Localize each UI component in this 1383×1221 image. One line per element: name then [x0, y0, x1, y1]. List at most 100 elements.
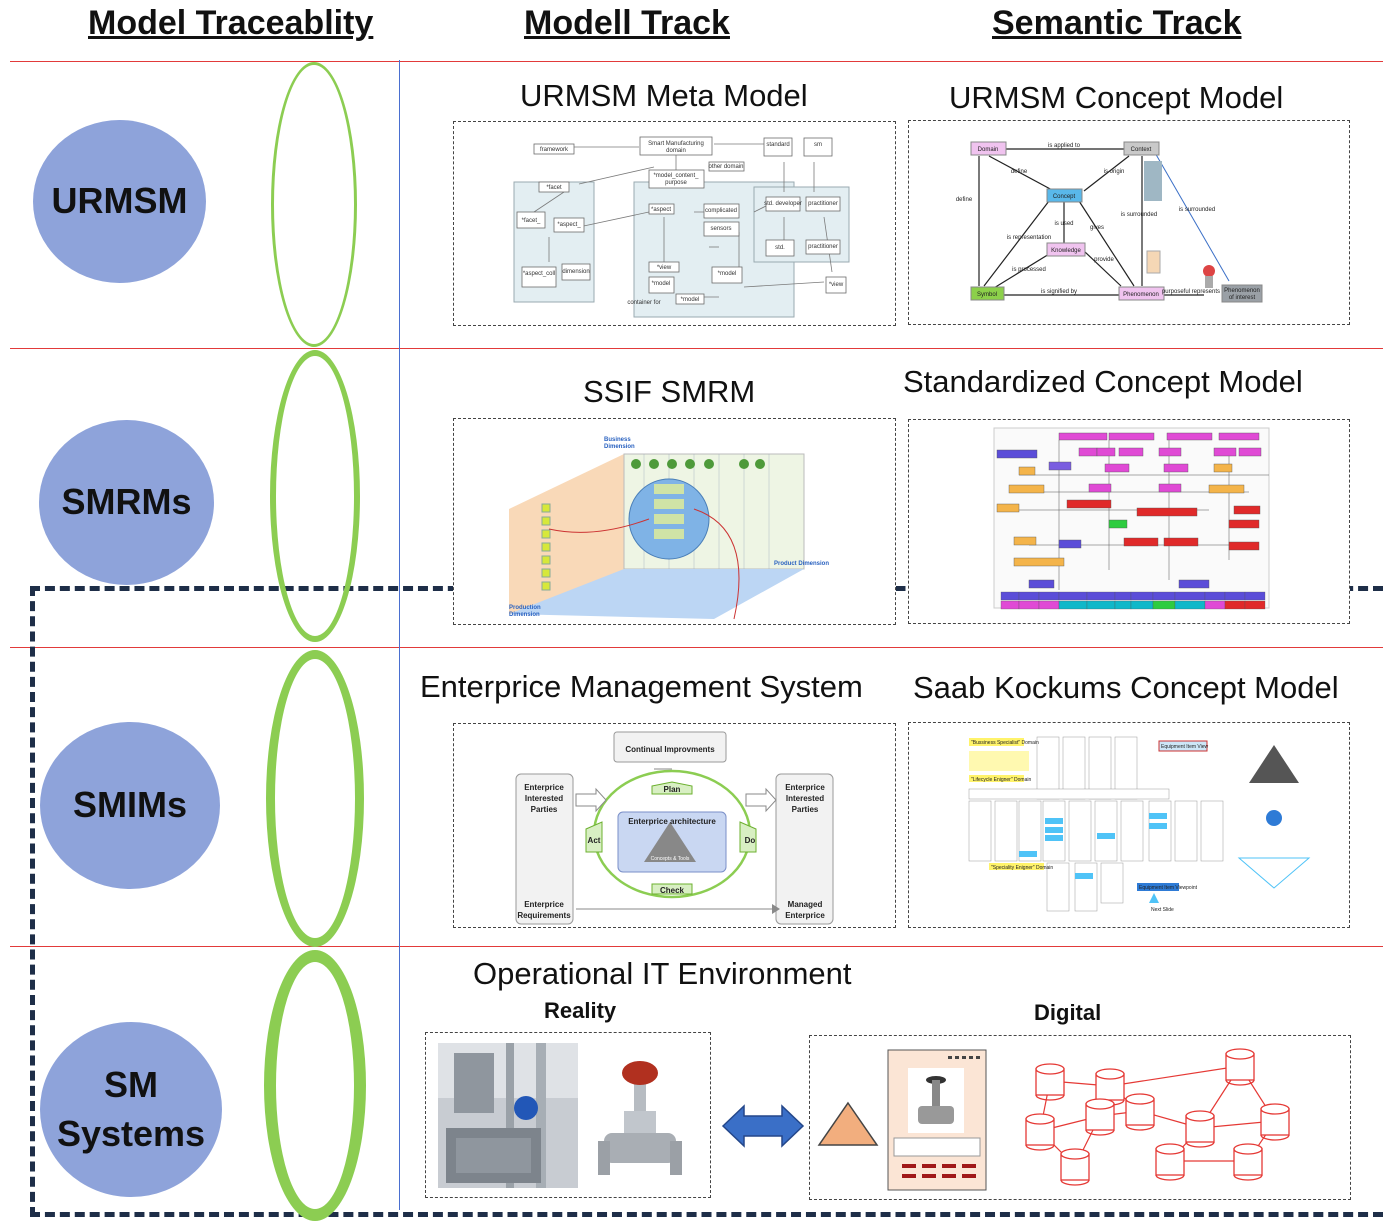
traceability-ring: [266, 650, 364, 947]
level-label: URMSM: [51, 180, 188, 222]
standardized-concept-graph: [993, 427, 1270, 610]
database-icon: [1035, 1063, 1065, 1101]
database-icon: [1225, 1048, 1255, 1086]
svg-text:Equipment Item View: Equipment Item View: [1161, 744, 1209, 750]
level-sm-systems: SM Systems: [40, 1022, 222, 1197]
svg-text:other domain: other domain: [708, 164, 743, 170]
svg-text:complicated: complicated: [705, 208, 737, 214]
svg-text:practitioner: practitioner: [808, 244, 838, 250]
digital-label: Digital: [1034, 1000, 1102, 1025]
reality-label: Reality: [544, 998, 617, 1023]
svg-text:*facet_: *facet_: [522, 218, 541, 224]
svg-text:define: define: [1011, 169, 1028, 175]
svg-text:Managed: Managed: [788, 900, 823, 909]
svg-text:*model: *model: [681, 297, 700, 303]
svg-text:is surrounded: is surrounded: [1121, 212, 1157, 218]
traceability-ring: [270, 350, 360, 642]
svg-text:Enterprice: Enterprice: [785, 911, 825, 920]
header-model-track: Modell Track: [524, 4, 730, 42]
enterprice-management-system-diagram: Continual Improvments Plan Check Act Do …: [453, 723, 896, 928]
database-icon: [1185, 1110, 1215, 1148]
svg-text:sensors: sensors: [710, 226, 731, 232]
level-urmsm: URMSM: [33, 120, 206, 283]
row-divider: [10, 647, 1383, 648]
svg-text:*aspect_: *aspect_: [557, 222, 581, 228]
svg-text:container for: container for: [627, 300, 660, 306]
svg-text:Interested: Interested: [525, 794, 563, 803]
database-icon: [1025, 1113, 1055, 1151]
reality-digital-arrow: [721, 1104, 805, 1148]
enterprice-management-system-title: Enterprice Management System: [420, 669, 863, 704]
database-icon: [1233, 1143, 1263, 1181]
svg-text:Dimension: Dimension: [604, 444, 635, 450]
svg-text:*view: *view: [829, 282, 844, 288]
svg-text:Phenomenon: Phenomenon: [1123, 292, 1159, 298]
svg-text:Next Slide: Next Slide: [1151, 907, 1174, 913]
svg-text:Equipment Item Viewpoint: Equipment Item Viewpoint: [1139, 885, 1198, 891]
svg-text:is representation: is representation: [1007, 235, 1051, 241]
svg-text:is surrounded: is surrounded: [1179, 207, 1215, 213]
ems-cycle-graphic: Continual Improvments Plan Check Act Do …: [515, 731, 834, 925]
svg-text:provide: provide: [1094, 257, 1114, 263]
ssif-smrm-title: SSIF SMRM: [583, 374, 756, 409]
ems-architecture-label: Enterprice architecture: [628, 817, 716, 826]
database-icon: [1125, 1093, 1155, 1131]
database-icon: [1260, 1103, 1290, 1141]
reality-photos: [438, 1043, 682, 1188]
saab-kockums-concept-model-diagram: "Bussiness Specialist" Domain "Lifecycle…: [908, 722, 1350, 928]
urmsm-meta-model-title: URMSM Meta Model: [520, 78, 808, 113]
row-divider: [10, 61, 1383, 62]
ems-do-label: Do: [745, 836, 756, 845]
ems-plan-label: Plan: [664, 785, 681, 794]
digital-graphic: [887, 1048, 1290, 1191]
svg-text:*view: *view: [657, 265, 672, 271]
svg-text:*model: *model: [718, 271, 737, 277]
svg-text:Enterprice: Enterprice: [785, 783, 825, 792]
svg-text:framework: framework: [540, 147, 569, 153]
svg-text:Requirements: Requirements: [517, 911, 571, 920]
saab-kockums-graphic: "Bussiness Specialist" Domain "Lifecycle…: [968, 736, 1311, 913]
svg-text:"Lifecycle Enigner" Domain: "Lifecycle Enigner" Domain: [971, 777, 1031, 783]
svg-text:is origin: is origin: [1104, 169, 1125, 175]
traceability-ring: [264, 950, 366, 1221]
level-label: SMRMs: [61, 481, 192, 523]
triangle-icon: [817, 1101, 879, 1146]
svg-text:Knowledge: Knowledge: [1051, 248, 1081, 254]
svg-text:gives: gives: [1090, 225, 1104, 231]
standardized-concept-model-diagram: [908, 419, 1350, 624]
level-smims: SMIMs: [40, 722, 220, 889]
row-divider: [10, 348, 1383, 349]
svg-text:Enterprice: Enterprice: [524, 900, 564, 909]
ems-continual-label: Continual Improvments: [625, 745, 715, 754]
svg-text:*aspect_coll: *aspect_coll: [523, 271, 555, 277]
svg-text:Business: Business: [604, 437, 631, 443]
reality-frame: [425, 1032, 711, 1198]
svg-text:Domain: Domain: [978, 147, 999, 153]
svg-text:domain: domain: [666, 148, 686, 154]
svg-text:Parties: Parties: [792, 805, 819, 814]
svg-text:*model: *model: [652, 281, 671, 287]
svg-text:Symbol: Symbol: [977, 292, 997, 298]
column-divider: [399, 60, 400, 1210]
svg-text:Enterprice: Enterprice: [524, 783, 564, 792]
svg-text:dimension: dimension: [562, 269, 589, 275]
ems-act-label: Act: [588, 836, 601, 845]
svg-text:sm: sm: [814, 142, 822, 148]
svg-text:is applied to: is applied to: [1048, 143, 1081, 149]
svg-text:std. developer: std. developer: [764, 201, 802, 207]
database-icon: [1085, 1098, 1115, 1136]
svg-text:purposeful represents: purposeful represents: [1162, 289, 1220, 295]
standardized-concept-model-title: Standardized Concept Model: [903, 364, 1303, 399]
ems-pyramid-label: Concepts & Tools: [651, 856, 690, 862]
svg-text:Context: Context: [1131, 147, 1152, 153]
database-icon: [1155, 1143, 1185, 1181]
urmsm-concept-model-title: URMSM Concept Model: [949, 80, 1284, 115]
svg-text:Production: Production: [509, 605, 541, 611]
level-smrms: SMRMs: [39, 420, 214, 585]
level-label: SMIMs: [72, 784, 187, 826]
